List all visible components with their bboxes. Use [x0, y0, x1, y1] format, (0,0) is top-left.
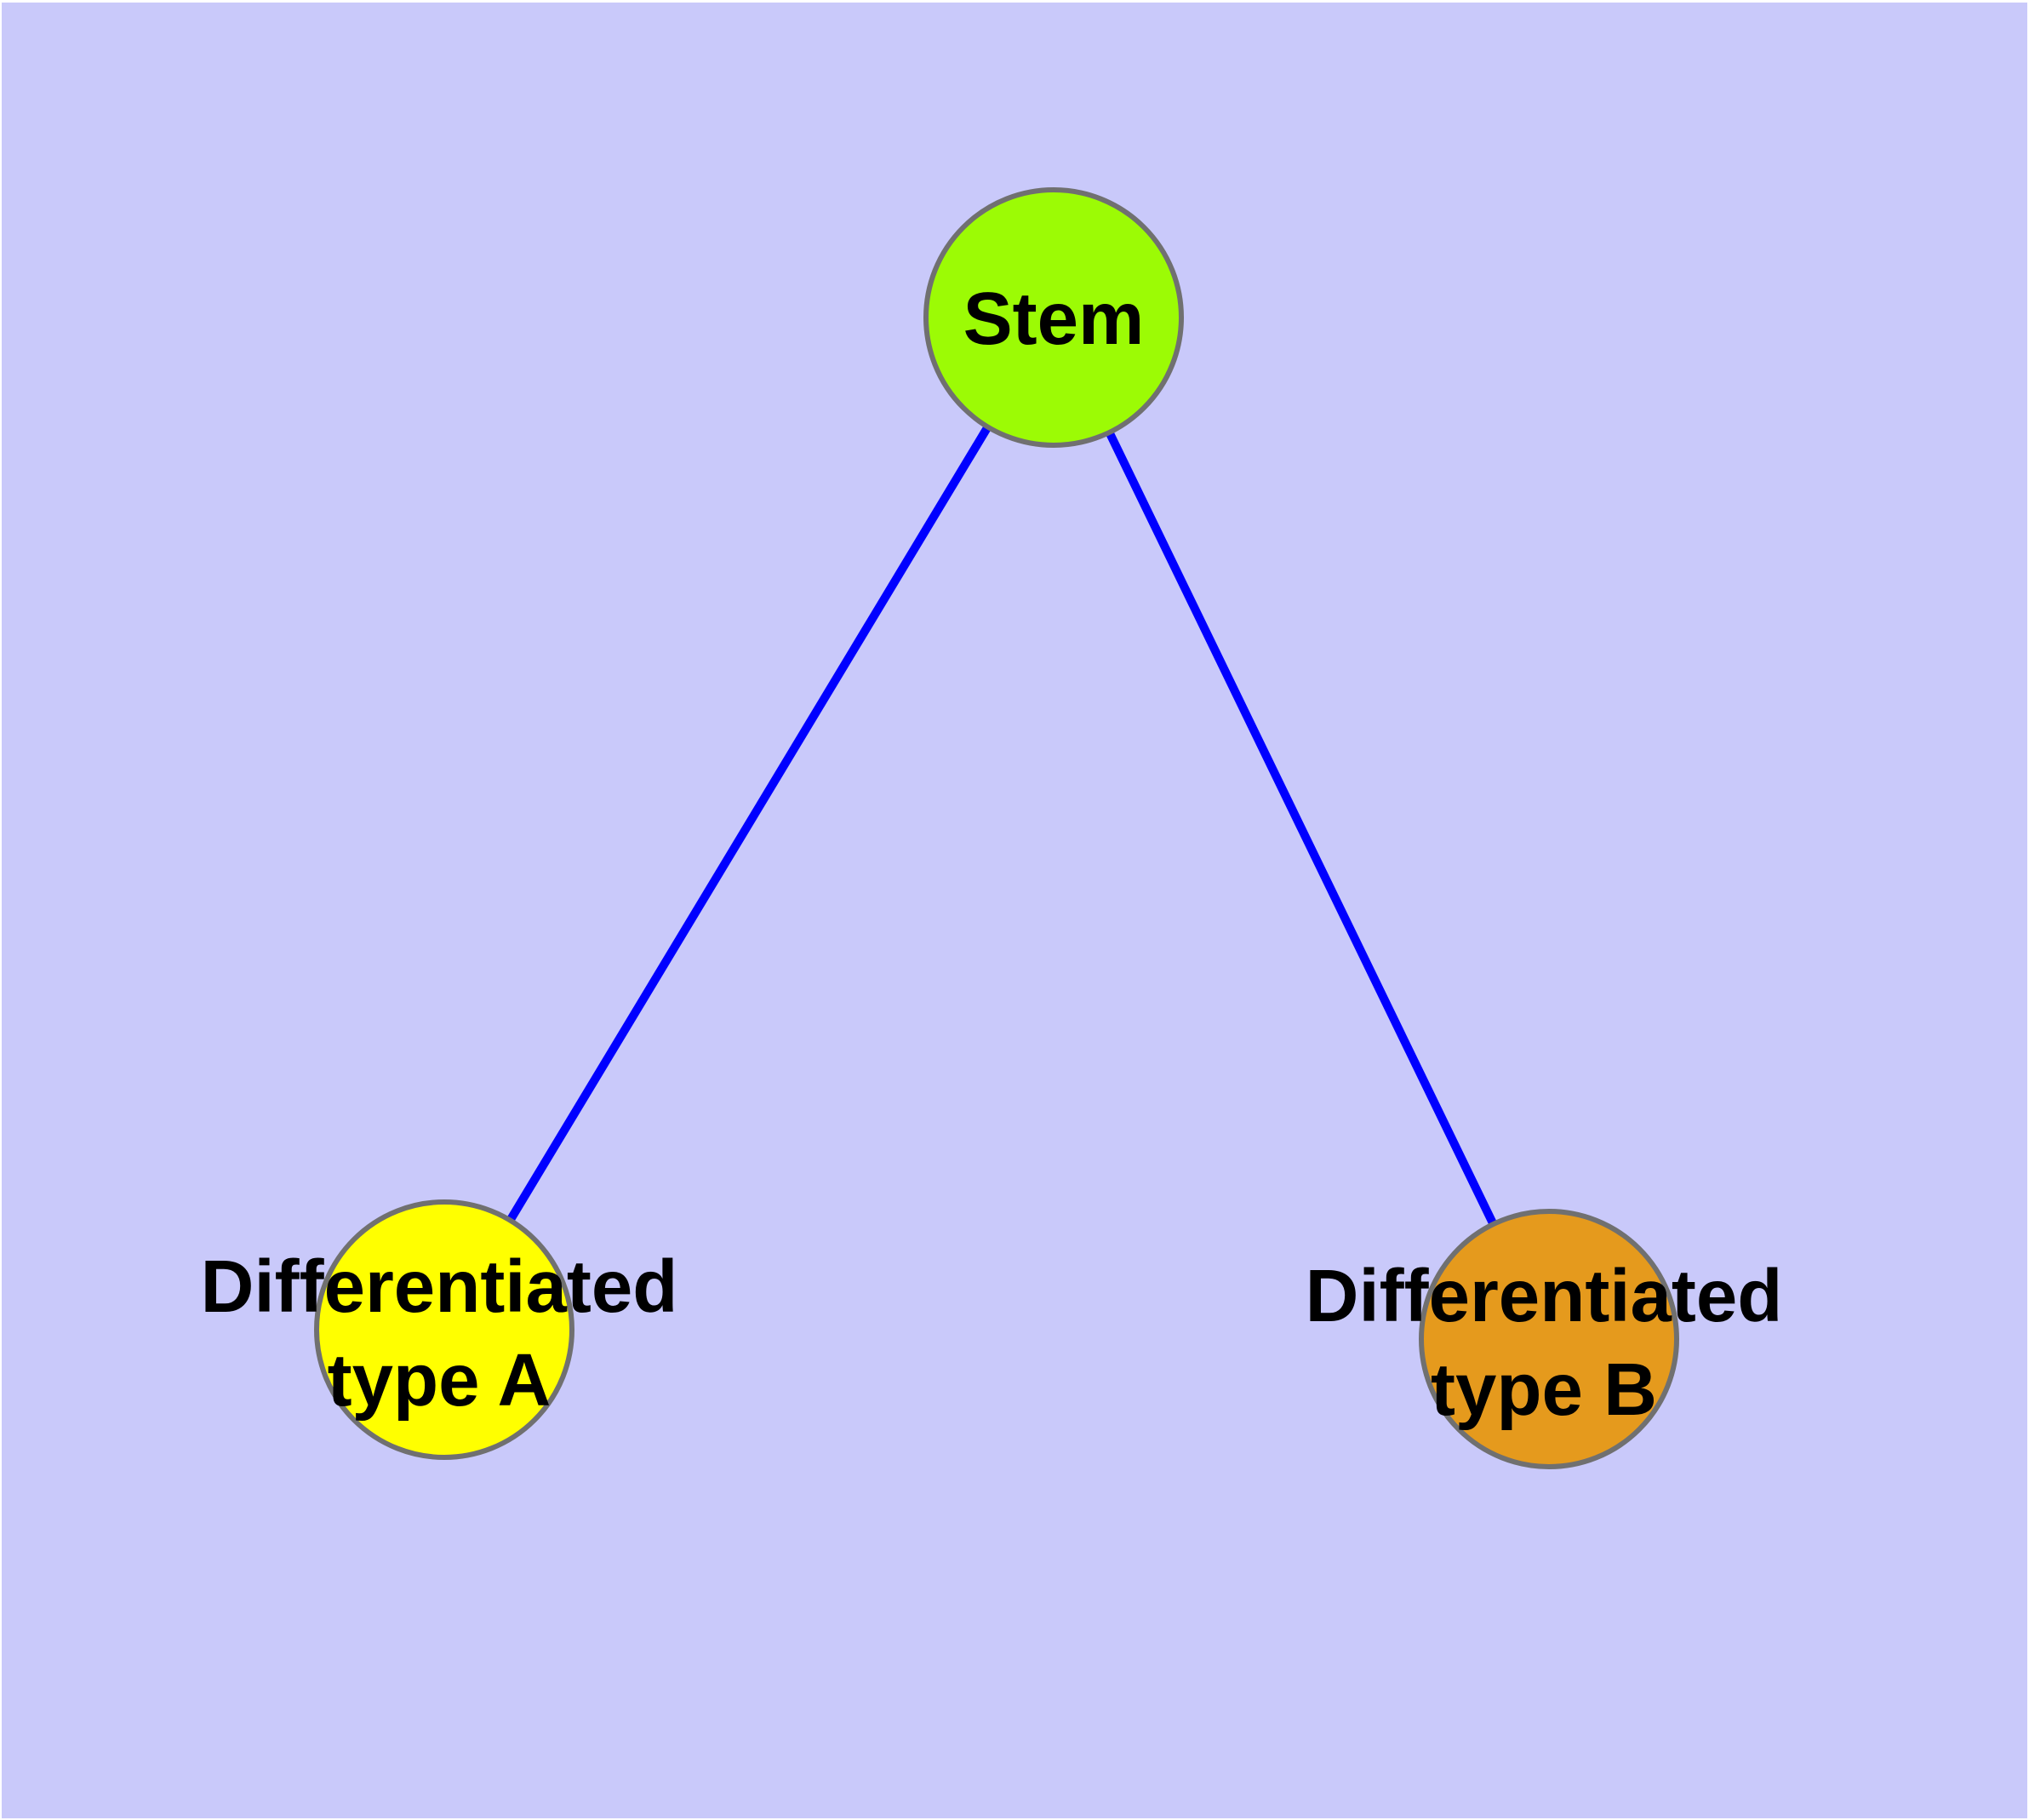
node-type-a-label-line-2: type A	[327, 1339, 552, 1422]
node-differentiated-type-b	[1419, 1209, 1679, 1469]
node-type-b-label-line-2: type B	[1431, 1348, 1657, 1431]
node-differentiated-type-a	[314, 1199, 574, 1460]
node-stem-label: Stem	[963, 272, 1145, 366]
node-stem	[923, 187, 1184, 448]
node-type-a-label-line-1: Differentiated	[200, 1245, 678, 1328]
node-type-b-label: Differentiated type B	[1306, 1250, 1783, 1437]
node-stem-label-text: Stem	[963, 278, 1145, 360]
node-type-a-label: Differentiated type A	[201, 1240, 678, 1428]
edge-stem-to-type-b	[1049, 315, 1553, 1342]
edge-stem-to-type-a	[440, 315, 1058, 1332]
node-type-b-label-line-1: Differentiated	[1305, 1255, 1783, 1337]
